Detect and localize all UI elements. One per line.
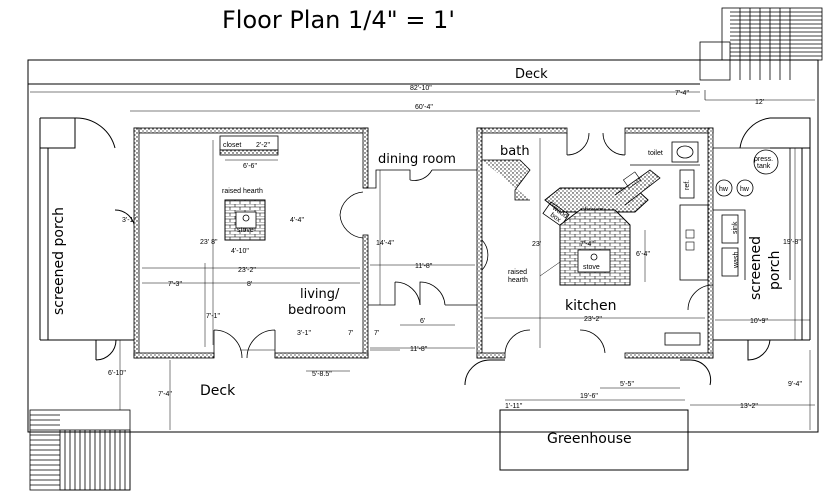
bedroom-label: bedroom [288,303,346,318]
dim-overall: 82'-10" [410,85,432,92]
hw1-label: hw [719,186,729,193]
dim-1-11: 1'-11" [505,403,523,410]
wash-label: wash [733,252,740,269]
left-building-doors [213,169,398,359]
stairs-bottom-left [29,409,131,491]
shower-door [622,171,642,189]
dining-dimension-lines [370,170,475,349]
right-hearth [559,209,631,286]
dim-right-12: 12' [755,99,764,106]
dim-left-3-1: 3'-1" [122,217,136,224]
dim-hearth-4-10: 4'-10" [231,248,249,255]
dining-room-label: dining room [378,152,456,167]
dim-3-1b: 3'-1" [297,330,311,337]
dim-7-4k: 7'-4" [580,241,594,248]
left-dimension-lines [142,140,400,372]
dim-7a: 7' [348,330,353,337]
bath-partition [482,159,531,201]
dim-9-4: 9'-4" [788,381,802,388]
dim-5-85: 5'-8.5" [312,371,332,378]
closet-label: closet [223,142,241,149]
left-stove [235,211,257,229]
screened-porch-right-label-1: screened [748,236,764,300]
pressure-tank-label-2: tank [757,163,771,170]
deck-bottom-label: Deck [200,383,236,399]
hw2-label: hw [740,186,750,193]
dim-19-8: 19'-8" [783,239,801,246]
dim-6-10: 6'-10" [108,370,126,377]
dim-inner: 60'-4" [415,104,433,111]
pressure-tank [753,149,779,175]
right-porch-outline [713,117,811,361]
fridge-label: ref. [684,180,691,190]
shower-diagonal-wall [614,169,661,206]
dim-11-8a: 11'-8" [415,263,433,270]
plan-title: Floor Plan 1/4" = 1' [222,6,455,34]
washer-box [721,247,739,277]
right-stove-flue-icon [590,253,598,261]
dim-11-8b: 11'-8" [410,346,428,353]
dining-room-outline [368,169,477,306]
dim-6: 6' [420,318,425,325]
fridge-box [679,169,695,199]
dim-8: 8' [247,281,252,288]
sink-box [721,214,739,244]
pressure-tank-label-1: press. [754,156,773,163]
greenhouse-outline [464,359,712,471]
kitchen-bench [664,332,701,346]
dim-7-3: 7'-3" [168,281,182,288]
counter-sink-a [685,229,695,239]
dim-left-height: 23' 8" [200,239,218,246]
water-heater-2 [736,179,754,197]
closet-box [219,135,279,151]
closet-dim: 2'-2" [256,142,270,149]
left-building-walls [133,127,369,359]
wood-box [542,201,570,227]
toilet-label: toilet [648,150,663,157]
stove-right-label: stove [583,264,600,271]
right-dimension-lines [119,138,815,430]
overall-dimension-lines [30,90,815,112]
left-hearth [224,199,266,241]
kitchen-counter [679,204,709,281]
sink-label: sink [732,221,739,234]
kitchen-label: kitchen [565,298,617,314]
dim-19-6: 19'-6" [580,393,598,400]
raised-hearth-leader [539,261,561,277]
stove-left-label: stove [237,227,254,234]
dim-7b: 7' [374,330,379,337]
dim-7-1: 7'-1" [206,313,220,320]
dim-hearth-4-4: 4'-4" [290,217,304,224]
stairs-top-right [699,7,823,81]
raised-hearth-right-label-1: raised [508,269,527,276]
right-building-doors [481,132,714,354]
dim-5-5: 5'-5" [620,381,634,388]
dim-6-4: 6'-4" [636,251,650,258]
dim-10-9: 10'-9" [750,318,768,325]
dim-13-2: 13'-2" [740,403,758,410]
raised-hearth-left-label: raised hearth [222,188,263,195]
toilet-icon [676,145,694,159]
dim-right-height: 23' [532,241,541,248]
living-label: living/ [300,287,340,302]
greenhouse-label: Greenhouse [547,431,632,447]
left-stove-flue-icon [242,214,250,222]
dim-closet-width: 6'-6" [243,163,257,170]
right-stove [577,249,611,273]
counter-sink-b [685,241,695,251]
bath-label: bath [500,144,530,159]
dim-left-width: 23'-2" [238,267,256,274]
deck-outline [27,59,819,433]
screened-porch-left-label: screened porch [51,207,67,315]
dim-14-4: 14'-4" [376,240,394,247]
dim-7-4b: 7'-4" [158,391,172,398]
toilet-box [671,141,699,163]
screened-porch-right-label-2: porch [767,251,783,290]
deck-top-label: Deck [515,67,548,82]
water-heater-1 [715,179,733,197]
dim-right-top: 7'-4" [675,90,689,97]
dim-right-width: 23'-2" [584,316,602,323]
raised-hearth-right-label-2: hearth [508,277,528,284]
